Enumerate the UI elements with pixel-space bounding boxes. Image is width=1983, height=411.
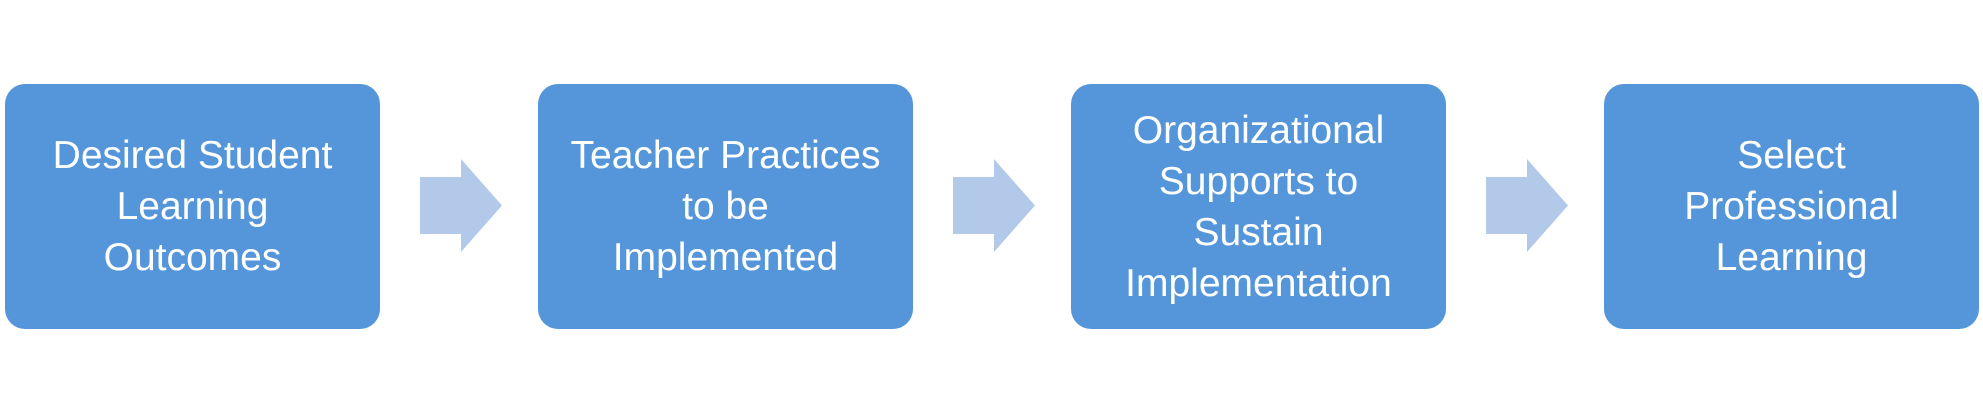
step-label: Select Professional Learning xyxy=(1684,134,1899,279)
step-label: Teacher Practices to be Implemented xyxy=(570,134,881,279)
step-box-desired-student-learning-outcomes: Desired Student Learning Outcomes xyxy=(5,84,380,329)
right-arrow-icon xyxy=(953,159,1035,252)
right-arrow-icon xyxy=(1486,159,1568,252)
step-box-organizational-supports: Organizational Supports to Sustain Imple… xyxy=(1071,84,1446,329)
right-arrow-icon xyxy=(420,159,502,252)
step-box-teacher-practices: Teacher Practices to be Implemented xyxy=(538,84,913,329)
step-label: Organizational Supports to Sustain Imple… xyxy=(1125,108,1392,305)
step-label: Desired Student Learning Outcomes xyxy=(52,134,333,279)
step-box-select-professional-learning: Select Professional Learning xyxy=(1604,84,1979,329)
